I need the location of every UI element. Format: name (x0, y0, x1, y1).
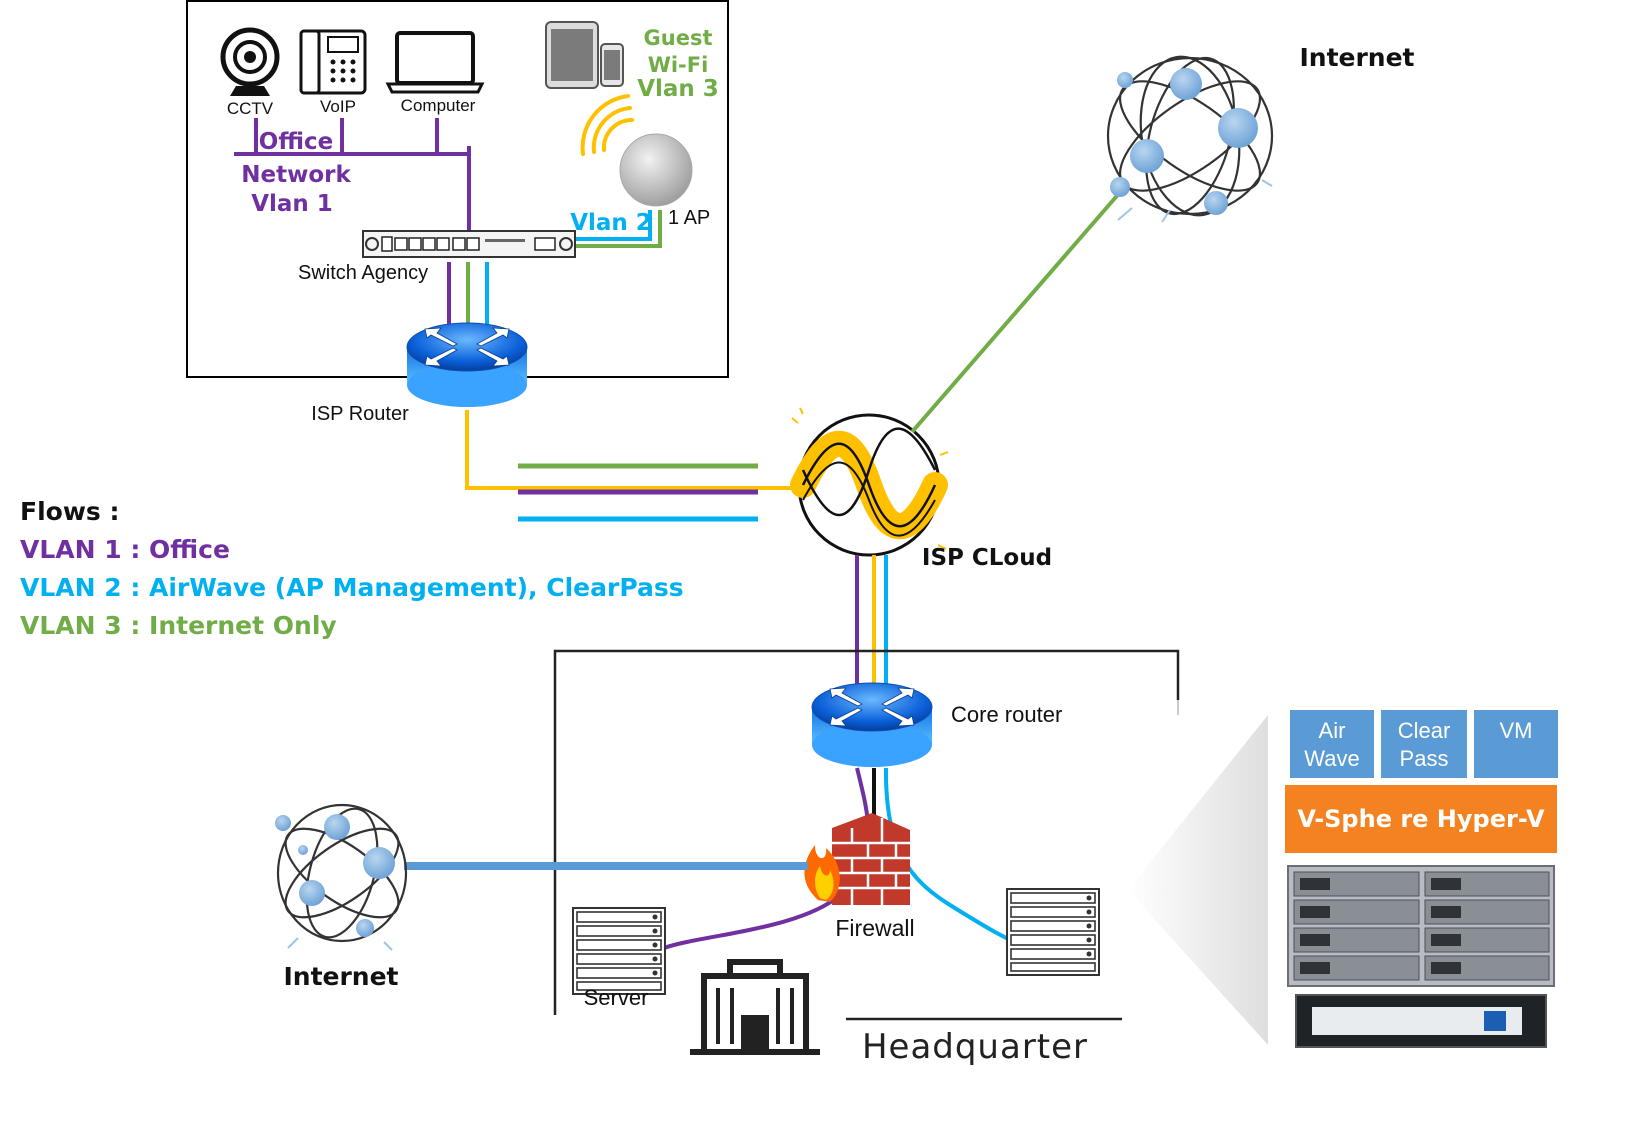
firewall-label: Firewall (835, 915, 914, 941)
cctv-label: CCTV (227, 99, 274, 118)
server-icon (572, 907, 666, 995)
internet-uplink-wire (910, 188, 1124, 434)
flow-vlan3: VLAN 3 : Internet Only (20, 611, 337, 640)
airwave-box (1290, 710, 1374, 778)
core-router-label: Core router (951, 702, 1062, 727)
office-vlan1-label: Vlan 1 (251, 191, 333, 217)
server-label: Server (584, 985, 649, 1010)
flows-title: Flows : (20, 497, 120, 526)
switch-uplink-wires (447, 262, 489, 325)
storage-array-icon (1295, 994, 1547, 1048)
office-vlan1-wiring (234, 118, 471, 233)
clearpass-label-2: Pass (1400, 746, 1449, 771)
isp-uplink-wire (465, 410, 800, 490)
airwave-label-1: Air (1319, 718, 1346, 743)
zoom-callout (1128, 715, 1268, 1045)
computer-label: Computer (401, 96, 476, 115)
hypervisor-host-icon (1006, 888, 1100, 976)
blade-chassis-icon (1287, 865, 1555, 987)
hypervisor-banner (1285, 785, 1557, 853)
tablet-phone-icon (545, 21, 624, 89)
guest-label: Guest (644, 26, 713, 50)
clearpass-box (1381, 710, 1467, 778)
cloud-downlink-wires (855, 555, 888, 690)
cctv-icon (220, 27, 280, 96)
flow-vlan1: VLAN 1 : Office (20, 535, 230, 564)
internet-bottom-label: Internet (283, 962, 398, 991)
guest-vlan3-label: Vlan 3 (637, 76, 719, 102)
network-label: Network (241, 162, 351, 188)
ap-vlan3-wire (576, 210, 662, 248)
switch-label: Switch Agency (298, 262, 428, 284)
vm-box (1474, 710, 1558, 778)
internet-nodes-top (1110, 68, 1258, 215)
isp-router-label: ISP Router (311, 403, 409, 425)
wifi-signal-icon (580, 94, 634, 156)
access-point-icon (619, 133, 693, 207)
voip-phone-icon (299, 29, 367, 95)
hypervisor-label: V-Sphe re Hyper-V (1297, 805, 1545, 833)
internet-globe-icon-bottom (276, 803, 408, 943)
internet-rays-bottom (287, 937, 393, 951)
headquarter-label: Headquarter (862, 1027, 1088, 1067)
isp-cloud-icon (790, 407, 949, 557)
building-icon (690, 959, 820, 1055)
internet-rays-top (1117, 179, 1273, 223)
internet-nodes-bottom (275, 814, 395, 937)
isp-cloud-label: ISP CLoud (922, 545, 1052, 571)
clearpass-label-1: Clear (1398, 718, 1451, 743)
ap-label: 1 AP (668, 207, 710, 229)
wifi-label: Wi-Fi (648, 53, 709, 77)
core-router-icon (811, 682, 933, 768)
ap-vlan2-label: Vlan 2 (570, 210, 652, 236)
internet-top-label: Internet (1299, 43, 1414, 72)
flow-vlan2: VLAN 2 : AirWave (AP Management), ClearP… (20, 573, 684, 602)
office-label: Office (259, 129, 333, 155)
airwave-label-2: Wave (1304, 746, 1359, 771)
headquarter-frame (553, 649, 1180, 1015)
voip-label: VoIP (320, 97, 356, 116)
vm-label: VM (1500, 718, 1533, 743)
ap-vlan2-wire (576, 210, 652, 241)
switch-icon (362, 230, 576, 258)
isp-router-icon (406, 322, 528, 408)
computer-icon (385, 31, 485, 94)
firewall-icon (804, 813, 910, 905)
